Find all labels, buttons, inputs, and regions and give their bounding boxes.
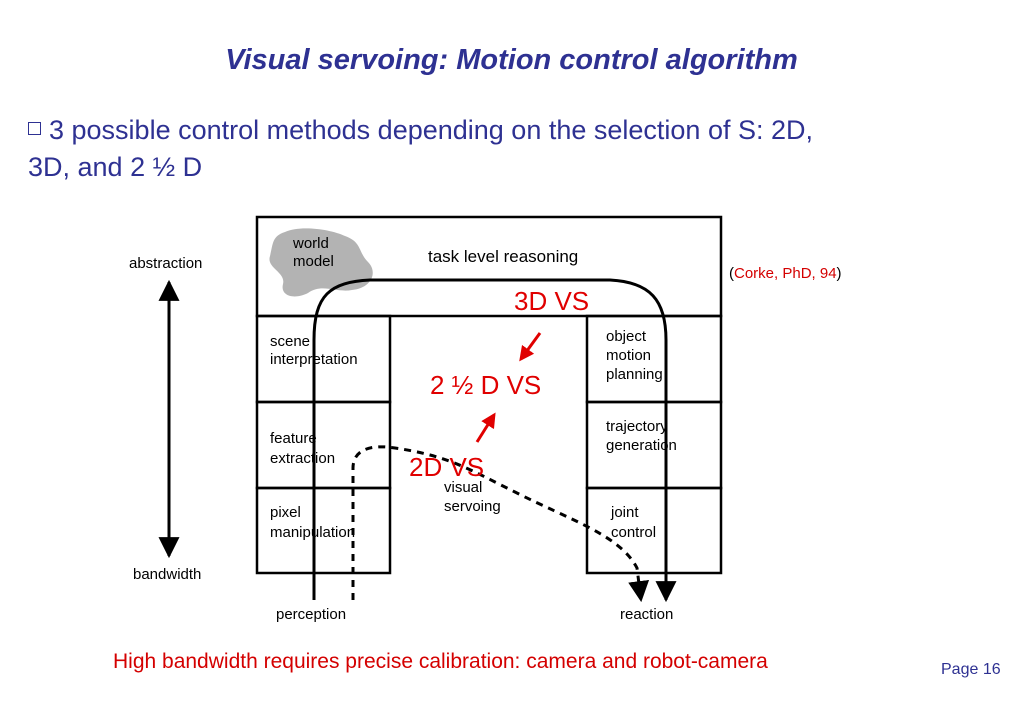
world-model-label-line2: model [293, 253, 334, 270]
perception-label: perception [276, 606, 346, 623]
joint-label-line1: joint [610, 504, 639, 521]
object-label-line3: planning [606, 366, 663, 383]
scene-label-line1: scene [270, 333, 310, 350]
dashed-visual-servoing-arrow [351, 445, 650, 603]
calibration-note: High bandwidth requires precise calibrat… [113, 650, 768, 673]
visual-servoing-label-line1: visual [444, 479, 482, 496]
joint-control-box [585, 486, 723, 575]
world-model-blob [269, 228, 373, 297]
square-bullet-icon [28, 122, 41, 136]
trajectory-label-line1: trajectory [606, 418, 668, 435]
feature-label-line1: feature [270, 430, 317, 447]
trajectory-label-line2: generation [606, 437, 677, 454]
vs-2-half-d-annotation: 2 ½ D VS [430, 370, 541, 400]
slide-title: Visual servoing: Motion control algorith… [225, 44, 798, 76]
task-level-box [255, 215, 723, 318]
object-label-line1: object [606, 328, 647, 345]
citation-text: Corke, PhD, 94 [734, 265, 837, 282]
visual-servoing-label-line2: servoing [444, 498, 501, 515]
page-number: Page 16 [941, 661, 1001, 678]
vs-3d-annotation: 3D VS [514, 286, 589, 316]
citation-open-paren: ( [729, 265, 734, 282]
pixel-label-line1: pixel [270, 504, 301, 521]
joint-label-line2: control [611, 524, 656, 541]
vs-2d-annotation: 2D VS [409, 452, 484, 482]
pixel-manipulation-box [255, 486, 392, 575]
bullet-text-line2: 3D, and 2 ½ D [28, 152, 203, 182]
feature-label-line2: extraction [270, 450, 335, 467]
citation-close-paren: ) [836, 265, 842, 282]
axis-label-abstraction: abstraction [129, 255, 202, 272]
reaction-label: reaction [620, 606, 673, 623]
red-arrow-2d-to-2half [475, 412, 496, 443]
red-arrow-3d-to-2half [519, 332, 542, 362]
citation: (Corke, PhD, 94) [729, 265, 842, 282]
solid-control-path-arrow [312, 278, 677, 603]
object-label-line2: motion [606, 347, 651, 364]
bullet-text-line1: 3 possible control methods depending on … [49, 115, 813, 145]
task-level-label: task level reasoning [428, 247, 578, 266]
world-model-label-line1: world [292, 235, 329, 252]
bullet-point: 3 possible control methods depending on … [28, 112, 988, 186]
axis-label-bandwidth: bandwidth [133, 566, 201, 583]
